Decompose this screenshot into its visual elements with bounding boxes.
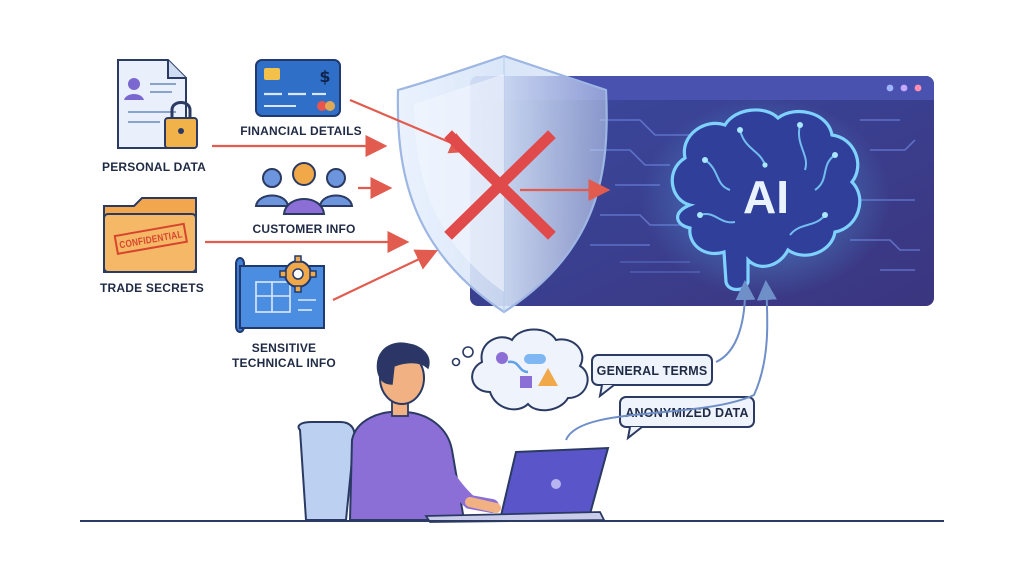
blueprint-gear-icon xyxy=(235,255,325,333)
trade-secrets-label: TRADE SECRETS xyxy=(100,281,204,295)
blocked-arrows xyxy=(205,98,611,301)
general-terms-bubble: GENERAL TERMS xyxy=(591,354,713,399)
anonymized-data-label: ANONYMIZED DATA xyxy=(625,406,748,420)
anonymized-data-bubble: ANONYMIZED DATA xyxy=(619,396,755,441)
svg-text:$: $ xyxy=(319,67,330,86)
customer-info-label: CUSTOMER INFO xyxy=(252,222,356,236)
allowed-arrows xyxy=(565,280,777,441)
document-lock-icon xyxy=(117,59,198,149)
person-at-laptop xyxy=(297,342,501,521)
red-x-icon xyxy=(444,130,556,240)
ai-brain-icon: AI xyxy=(641,98,891,298)
financial-details-label: FINANCIAL DETAILS xyxy=(240,124,362,138)
thought-bubble xyxy=(451,328,589,412)
people-group-icon xyxy=(254,162,354,215)
sensitive-info-label-line1: SENSITIVE xyxy=(251,341,317,355)
general-terms-label: GENERAL TERMS xyxy=(597,364,708,378)
credit-card-icon: $ xyxy=(255,59,341,117)
ai-label: AI xyxy=(743,171,789,223)
personal-data-label: PERSONAL DATA xyxy=(102,160,206,174)
confidential-folder-icon: CONFIDENTIAL xyxy=(103,197,197,273)
sensitive-info-label-line2: TECHNICAL INFO xyxy=(232,356,336,370)
laptop-icon xyxy=(424,446,610,523)
